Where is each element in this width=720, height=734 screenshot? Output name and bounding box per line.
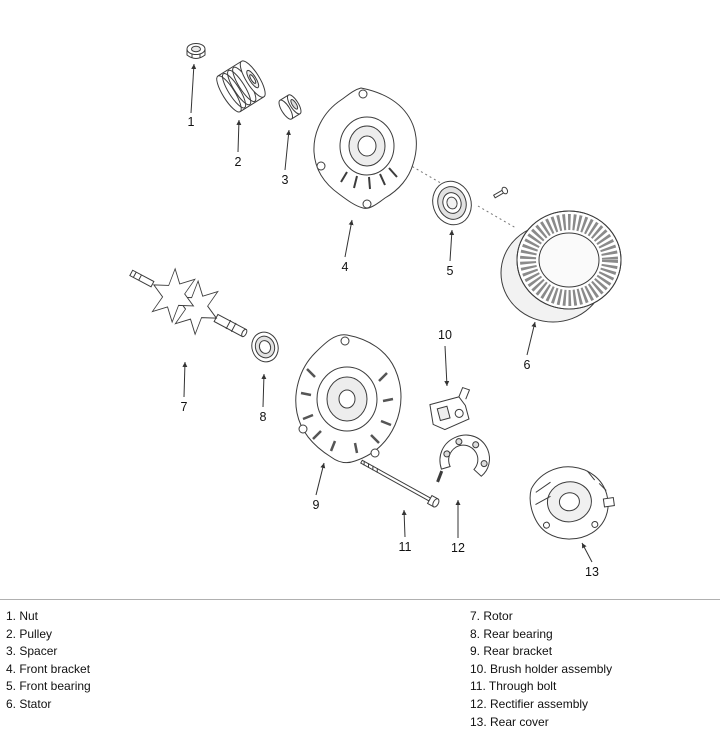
rotor-drawing [129,267,248,338]
legend-item-pulley: 2. Pulley [6,626,53,641]
callout-number-7: 7 [181,400,188,414]
callout-arrows [182,63,593,563]
callout-number-5: 5 [447,264,454,278]
rear-bearing-drawing [251,331,279,363]
callout-number-12: 12 [451,541,465,555]
legend-item-rectifier-assembly: 12. Rectifier assembly [470,696,589,711]
legend-item-brush-holder: 10. Brush holder assembly [470,661,613,676]
callout-arrow-9 [315,462,326,496]
legend-item-spacer: 3. Spacer [6,644,58,659]
pulley-drawing [216,60,266,113]
callout-number-11: 11 [399,540,412,554]
callout-number-10: 10 [438,328,452,342]
callout-number-9: 9 [313,498,320,512]
front-bracket-drawing [313,87,417,209]
through-bolt-drawing [360,459,440,508]
rear-cover-drawing [529,466,615,540]
legend-item-rear-bracket: 9. Rear bracket [470,644,553,659]
callout-number-4: 4 [342,260,349,274]
callout-arrow-3 [284,129,291,171]
callout-arrow-5 [449,229,455,262]
callout-arrow-13 [581,542,593,563]
screw-drawing [492,186,509,199]
front-bearing-drawing [432,180,472,226]
rear-bracket-drawing [295,334,402,464]
legend-divider [0,599,720,600]
legend-item-front-bracket: 4. Front bracket [6,661,91,676]
rectifier-drawing [436,434,490,483]
callout-arrow-6 [526,321,537,356]
legend-item-through-bolt: 11. Through bolt [470,679,557,694]
callout-arrow-8 [261,373,267,408]
callout-number-1: 1 [188,115,195,129]
callout-number-2: 2 [235,155,242,169]
legend-item-rear-bearing: 8. Rear bearing [470,626,553,641]
callout-arrow-1 [190,63,197,114]
callout-number-6: 6 [524,358,531,372]
legend-item-front-bearing: 5. Front bearing [6,679,91,694]
callout-number-3: 3 [282,173,289,187]
assembly-axis-dashed-line [407,163,517,229]
exploded-view-diagram: 1 2 3 4 5 6 7 8 9 10 11 12 13 [129,43,622,579]
callout-arrow-11 [401,509,407,538]
nut-drawing [186,43,206,59]
spacer-drawing [278,94,302,120]
legend: 1. Nut 2. Pulley 3. Spacer 4. Front brac… [0,599,720,731]
legend-item-nut: 1. Nut [6,609,39,623]
legend-item-rotor: 7. Rotor [470,609,513,623]
callout-arrow-4 [344,219,354,258]
legend-item-rear-cover: 13. Rear cover [470,714,549,729]
exploded-view-svg: 1 2 3 4 5 6 7 8 9 10 11 12 13 [129,43,622,579]
callout-arrow-10 [444,345,450,387]
stator-drawing [500,210,622,323]
legend-item-stator: 6. Stator [6,696,52,711]
callout-number-13: 13 [585,565,599,579]
legend-column-left: 1. Nut 2. Pulley 3. Spacer 4. Front brac… [6,608,470,731]
callout-number-8: 8 [260,410,267,424]
brush-holder-drawing [429,386,471,431]
callout-arrow-7 [182,361,188,398]
callout-arrow-2 [236,119,242,153]
legend-column-right: 7. Rotor 8. Rear bearing 9. Rear bracket… [470,608,710,731]
callout-numbers: 1 2 3 4 5 6 7 8 9 10 11 12 13 [181,115,599,579]
